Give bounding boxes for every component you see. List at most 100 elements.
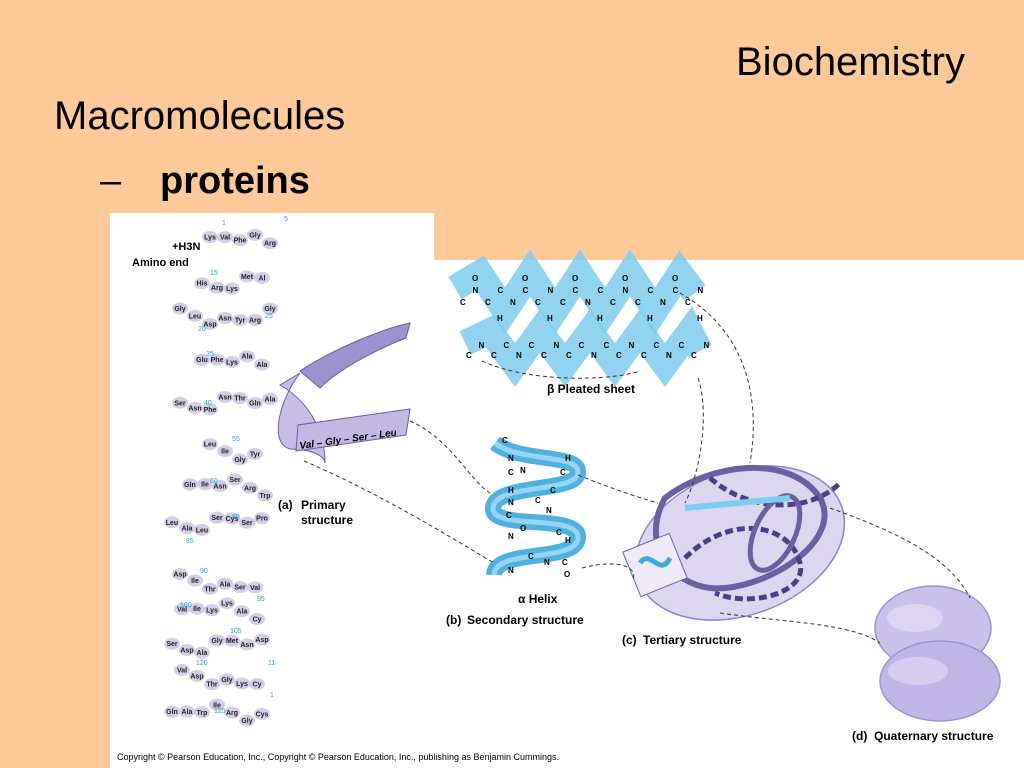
residue-number: 90 [200, 568, 208, 575]
sheet-atom: C [691, 351, 697, 360]
residue-label: Gly [249, 232, 260, 239]
residue-label: Thr [204, 586, 216, 593]
residue-number: 60 [210, 478, 218, 485]
sheet-atom: C [579, 341, 585, 350]
residue-number: 1 [222, 220, 226, 227]
sheet-atom: C [685, 298, 691, 307]
helix-atom: N [546, 506, 552, 515]
residue-arg: Arg [242, 481, 258, 494]
residue-label: Pro [256, 516, 268, 523]
residue-asn: Asn [187, 401, 203, 414]
helix-atom: C [508, 468, 514, 477]
residue-label: Ser [241, 520, 253, 527]
residue-label: Val [220, 235, 230, 242]
residue-label: Phe [234, 238, 247, 245]
sheet-atom: O [572, 274, 578, 283]
residue-label: Arg [211, 285, 223, 292]
residue-label: Ile [221, 449, 229, 456]
residue-label: Asp [203, 322, 216, 329]
residue-number: 40 [204, 400, 212, 407]
residue-number: 100 [180, 602, 192, 609]
residue-number: 80 [232, 514, 240, 521]
residue-label: Cys [226, 516, 239, 523]
residue-label: Gly [211, 638, 222, 645]
sheet-atom: N [473, 286, 479, 295]
residue-label: Cy [253, 617, 262, 624]
residue-tyr: Tyr [232, 314, 248, 327]
residue-gly: Gly [239, 714, 255, 727]
sheet-atom: C [654, 341, 660, 350]
label-a-primary: Primary [301, 498, 346, 512]
residue-label: Ile [193, 606, 201, 613]
residue-leu: Leu [202, 438, 218, 451]
residue-lys: Lys [219, 597, 235, 610]
residue-label: Leu [166, 520, 178, 527]
copyright-text: Copyright © Pearson Education, Inc., Cop… [117, 752, 559, 762]
residue-gly: Gly [172, 302, 188, 315]
residue-label: Tyr [250, 451, 261, 458]
residue-label: Lys [226, 360, 238, 367]
residue-label: Ile [213, 702, 221, 709]
residue-cys: Cys [254, 707, 270, 720]
residue-label: Lys [236, 681, 248, 688]
residue-ser: Ser [209, 511, 225, 524]
residue-pro: Pro [254, 512, 270, 525]
residue-number: 15 [210, 270, 218, 277]
residue-gly: Gly [232, 453, 248, 466]
sheet-atom: C [466, 351, 472, 360]
residue-label: Gly [241, 718, 252, 725]
residue-gln: Gln [247, 397, 263, 410]
residue-label: Phe [211, 357, 224, 364]
residue-met: Met [224, 634, 240, 647]
connector-sheet-left [481, 360, 641, 379]
helix-atom: C [550, 486, 556, 495]
sheet-atom: C [523, 286, 529, 295]
residue-lys: Lys [204, 604, 220, 617]
residue-gly: Gly [247, 228, 263, 241]
helix-atom: N [544, 558, 550, 567]
residue-label: Asn [188, 405, 201, 412]
residue-label: Lys [204, 235, 216, 242]
residue-label: Tyr [235, 318, 246, 325]
residue-label: Ser [229, 477, 241, 484]
residue-gly: Gly [262, 302, 278, 315]
residue-label: Asn [213, 484, 226, 491]
residue-ile: Ile [197, 478, 213, 491]
primary-panel-bg [110, 213, 434, 768]
residue-label: Gln [184, 482, 196, 489]
sheet-atom: C [673, 286, 679, 295]
helix-atom: C [506, 511, 512, 520]
helix-atom: C [502, 436, 508, 445]
residue-asp: Asp [172, 568, 188, 581]
residue-ile: Ile [187, 574, 203, 587]
residue-label: Arg [226, 710, 238, 717]
residue-label: Glu [196, 357, 208, 364]
beta-pleated-sheet: CCNNCCCCNNCCCCNNCCCCNNCCCCNNCCCCNNCCCCNN… [448, 249, 712, 387]
residue-label: Val [250, 585, 260, 592]
label-d-quaternary: Quaternary structure [874, 729, 994, 743]
sheet-atom: N [666, 351, 672, 360]
residue-his: His [194, 277, 210, 290]
residue-ala: Ala [234, 605, 250, 618]
residue-label: Ala [242, 354, 253, 361]
sheet-atom: C [541, 351, 547, 360]
connector-primary-helix [409, 420, 491, 494]
sheet-atom: H [547, 314, 553, 323]
helix-atom: C [562, 558, 568, 567]
residue-label: Ile [191, 578, 199, 585]
subtitle-dash: – [100, 160, 122, 202]
label-b-secondary: Secondary structure [467, 613, 584, 627]
residue-number: 5 [284, 216, 288, 223]
sheet-atom: H [647, 314, 653, 323]
residue-label: Met [241, 274, 254, 281]
sheet-atom: N [698, 286, 704, 295]
residue-label: Lys [226, 286, 238, 293]
residue-arg: Arg [209, 281, 225, 294]
connector-helix-tertiary [577, 474, 659, 504]
sheet-atom: O [472, 274, 478, 283]
residue-number: 35 [206, 351, 214, 358]
helix-atom: N [520, 466, 526, 475]
residue-glu: Glu [194, 353, 210, 366]
residue-thr: Thr [232, 392, 248, 405]
